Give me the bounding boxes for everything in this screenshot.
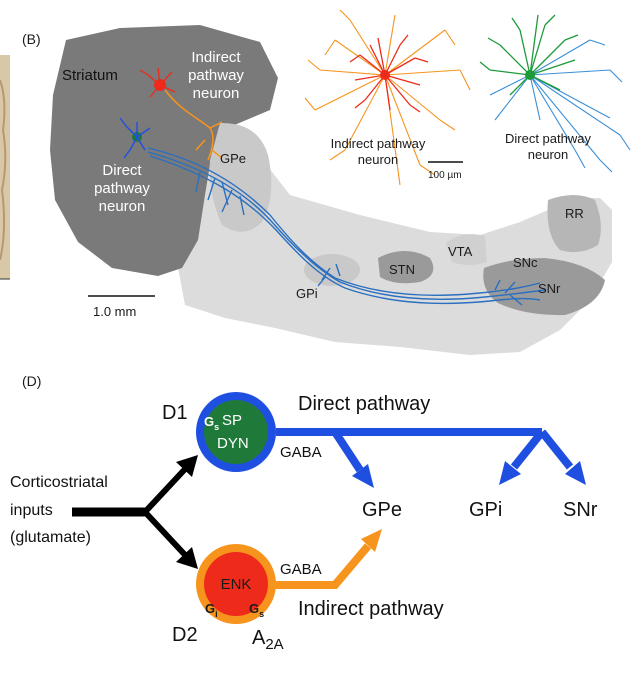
direct-pathway-arrows	[276, 428, 586, 488]
gaba-top-label: GABA	[280, 444, 322, 461]
gpe-label-b: GPe	[220, 151, 246, 166]
adjacent-panel-fragment	[0, 55, 10, 280]
indirect-pathway-arrows	[272, 529, 382, 589]
striatum-region	[50, 25, 278, 276]
indirect-neuron-label-2: pathway	[188, 67, 244, 84]
inset-direct-neuron	[479, 14, 631, 173]
snr-target-label: SNr	[563, 499, 598, 521]
direct-neuron-label-2: pathway	[94, 180, 150, 197]
gi-label: Gi	[205, 601, 218, 619]
vta-label: VTA	[448, 244, 473, 259]
gpi-target-label: GPi	[469, 499, 502, 521]
stn-label: STN	[389, 262, 415, 277]
scale-bar-inset-label: 100 µm	[428, 170, 462, 181]
indirect-pathway-label: Indirect pathway	[298, 598, 444, 620]
enk-label: ENK	[221, 576, 252, 593]
sp-label: SP	[222, 412, 242, 429]
inset-indirect-label-1: Indirect pathway	[331, 136, 426, 151]
rr-region	[547, 195, 601, 253]
input-arrows	[72, 455, 198, 569]
panel-d-label: (D)	[22, 373, 41, 389]
gpe-target-label: GPe	[362, 499, 402, 521]
panel-d: (D) Gs	[10, 373, 598, 653]
panel-b-label: (B)	[22, 31, 41, 47]
striatum-label: Striatum	[62, 67, 118, 84]
direct-neuron-label-3: neuron	[99, 198, 146, 215]
rr-label: RR	[565, 206, 584, 221]
vta-region	[446, 234, 487, 265]
stn-region	[378, 251, 434, 284]
indirect-neuron-cell	[139, 67, 223, 161]
gs-top-label: Gs	[204, 414, 219, 432]
direct-axon-bundle	[147, 147, 546, 306]
gs-bottom-label: Gs	[249, 601, 264, 619]
d2-label: D2	[172, 624, 198, 646]
dyn-label: DYN	[217, 435, 249, 452]
scale-bar-main-label: 1.0 mm	[93, 304, 136, 319]
indirect-neuron-label-3: neuron	[193, 85, 240, 102]
gpi-label-b: GPi	[296, 286, 318, 301]
snr-label-b: SNr	[538, 281, 561, 296]
inset-direct-label-1: Direct pathway	[505, 131, 591, 146]
panel-b: (B)	[22, 9, 631, 355]
indirect-neuron-label-1: Indirect	[191, 49, 241, 66]
inputs-label-2: inputs	[10, 502, 53, 519]
direct-neuron-cell	[119, 117, 151, 159]
inputs-label-1: Corticostriatal	[10, 474, 108, 491]
d2-cell: ENK Gi Gs	[196, 544, 276, 624]
d1-label: D1	[162, 402, 188, 424]
inset-indirect-label-2: neuron	[358, 152, 398, 167]
snc-label: SNc	[513, 255, 538, 270]
gpi-region	[304, 254, 360, 286]
inputs-label-3: (glutamate)	[10, 529, 91, 546]
direct-pathway-label: Direct pathway	[298, 393, 430, 415]
snc-snr-region	[483, 258, 605, 316]
inset-direct-label-2: neuron	[528, 147, 568, 162]
a2a-label: A2A	[252, 627, 284, 653]
gaba-bottom-label: GABA	[280, 561, 322, 578]
d1-cell: Gs SP DYN	[196, 392, 276, 472]
direct-neuron-label-1: Direct	[102, 162, 142, 179]
inset-indirect-neuron	[304, 9, 471, 186]
